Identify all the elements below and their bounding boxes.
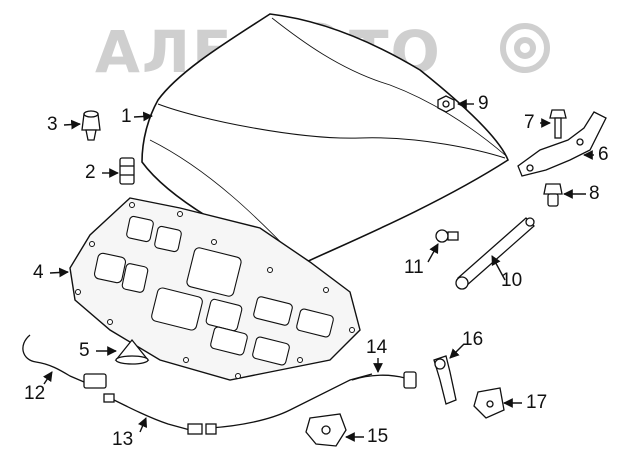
insulation-pad [69,197,361,381]
cable-14 [351,371,417,389]
callout-12: 12 [24,383,46,404]
gas-strut-10 [455,217,535,290]
callout-4: 4 [33,262,44,283]
callout-14: 14 [366,337,388,358]
callout-7: 7 [524,112,535,133]
callout-9: 9 [478,93,489,114]
callout-13: 13 [112,429,134,450]
nut-9 [437,95,455,113]
hood-panel [141,13,509,266]
striker-16 [433,355,457,405]
callout-17: 17 [526,392,548,413]
leader-lines [43,99,594,442]
callout-11: 11 [404,257,424,278]
grommet-5 [114,338,150,365]
bracket-17 [473,387,505,419]
watermark-wheel-icon [500,23,550,73]
callout-10: 10 [501,270,523,291]
callout-3: 3 [47,114,58,135]
release-cable-13 [103,373,373,435]
bolt-8 [543,183,563,207]
ball-stud-11 [435,229,459,243]
callout-5: 5 [79,340,90,361]
callout-15: 15 [367,426,389,447]
callout-6: 6 [598,144,609,165]
callout-2: 2 [85,162,96,183]
bumper-stop-2 [119,157,135,185]
bolt-7 [549,109,567,139]
callout-16: 16 [462,329,484,350]
hinge-6 [517,111,607,177]
callout-1: 1 [121,106,132,127]
cable-12 [22,334,107,389]
latch-15 [305,413,347,447]
bumper-stop-3 [81,110,101,141]
callout-8: 8 [589,183,600,204]
